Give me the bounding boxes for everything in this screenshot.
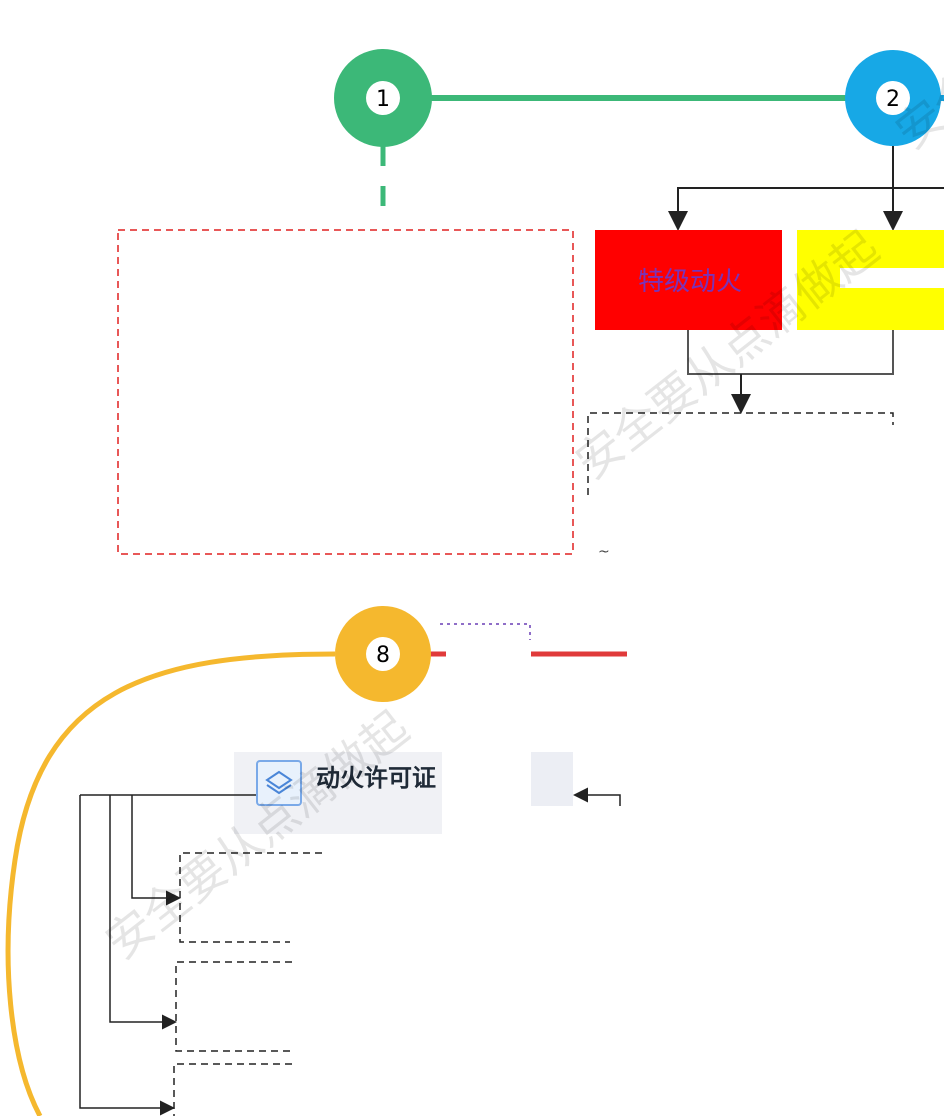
merge-connector [687,330,894,375]
arrow-to-special-fire [668,187,944,231]
step-box-2 [175,961,292,1052]
node-8-label: 8 [376,643,390,668]
dashed-box-glyph: ~ [598,544,610,560]
level-one-box[interactable] [797,230,944,330]
tree-branch-2 [109,795,177,1030]
special-fire-box[interactable]: 特级动火 [595,230,782,330]
level-one-label-mask [840,268,944,288]
arrow-to-card [573,787,621,806]
node-1[interactable]: 1 [334,49,432,147]
node-8[interactable]: 8 [335,606,431,702]
tree-branch-1 [131,795,181,906]
permit-card-title: 动火许可证 [316,764,436,792]
node-1-label: 1 [376,87,390,112]
card-background-right [531,752,573,806]
tree-branch-3 [79,795,175,1116]
special-fire-label: 特级动火 [638,267,742,297]
step-box-1 [179,852,322,943]
requirements-dashed-box [587,412,894,495]
node-2[interactable]: 2 [845,50,941,146]
return-curve [5,651,336,1116]
connector-8-label-frame [440,623,531,640]
layers-icon [256,760,302,806]
node1-detail-box [117,229,574,555]
step-box-3 [173,1063,292,1116]
node-2-label: 2 [886,87,900,112]
